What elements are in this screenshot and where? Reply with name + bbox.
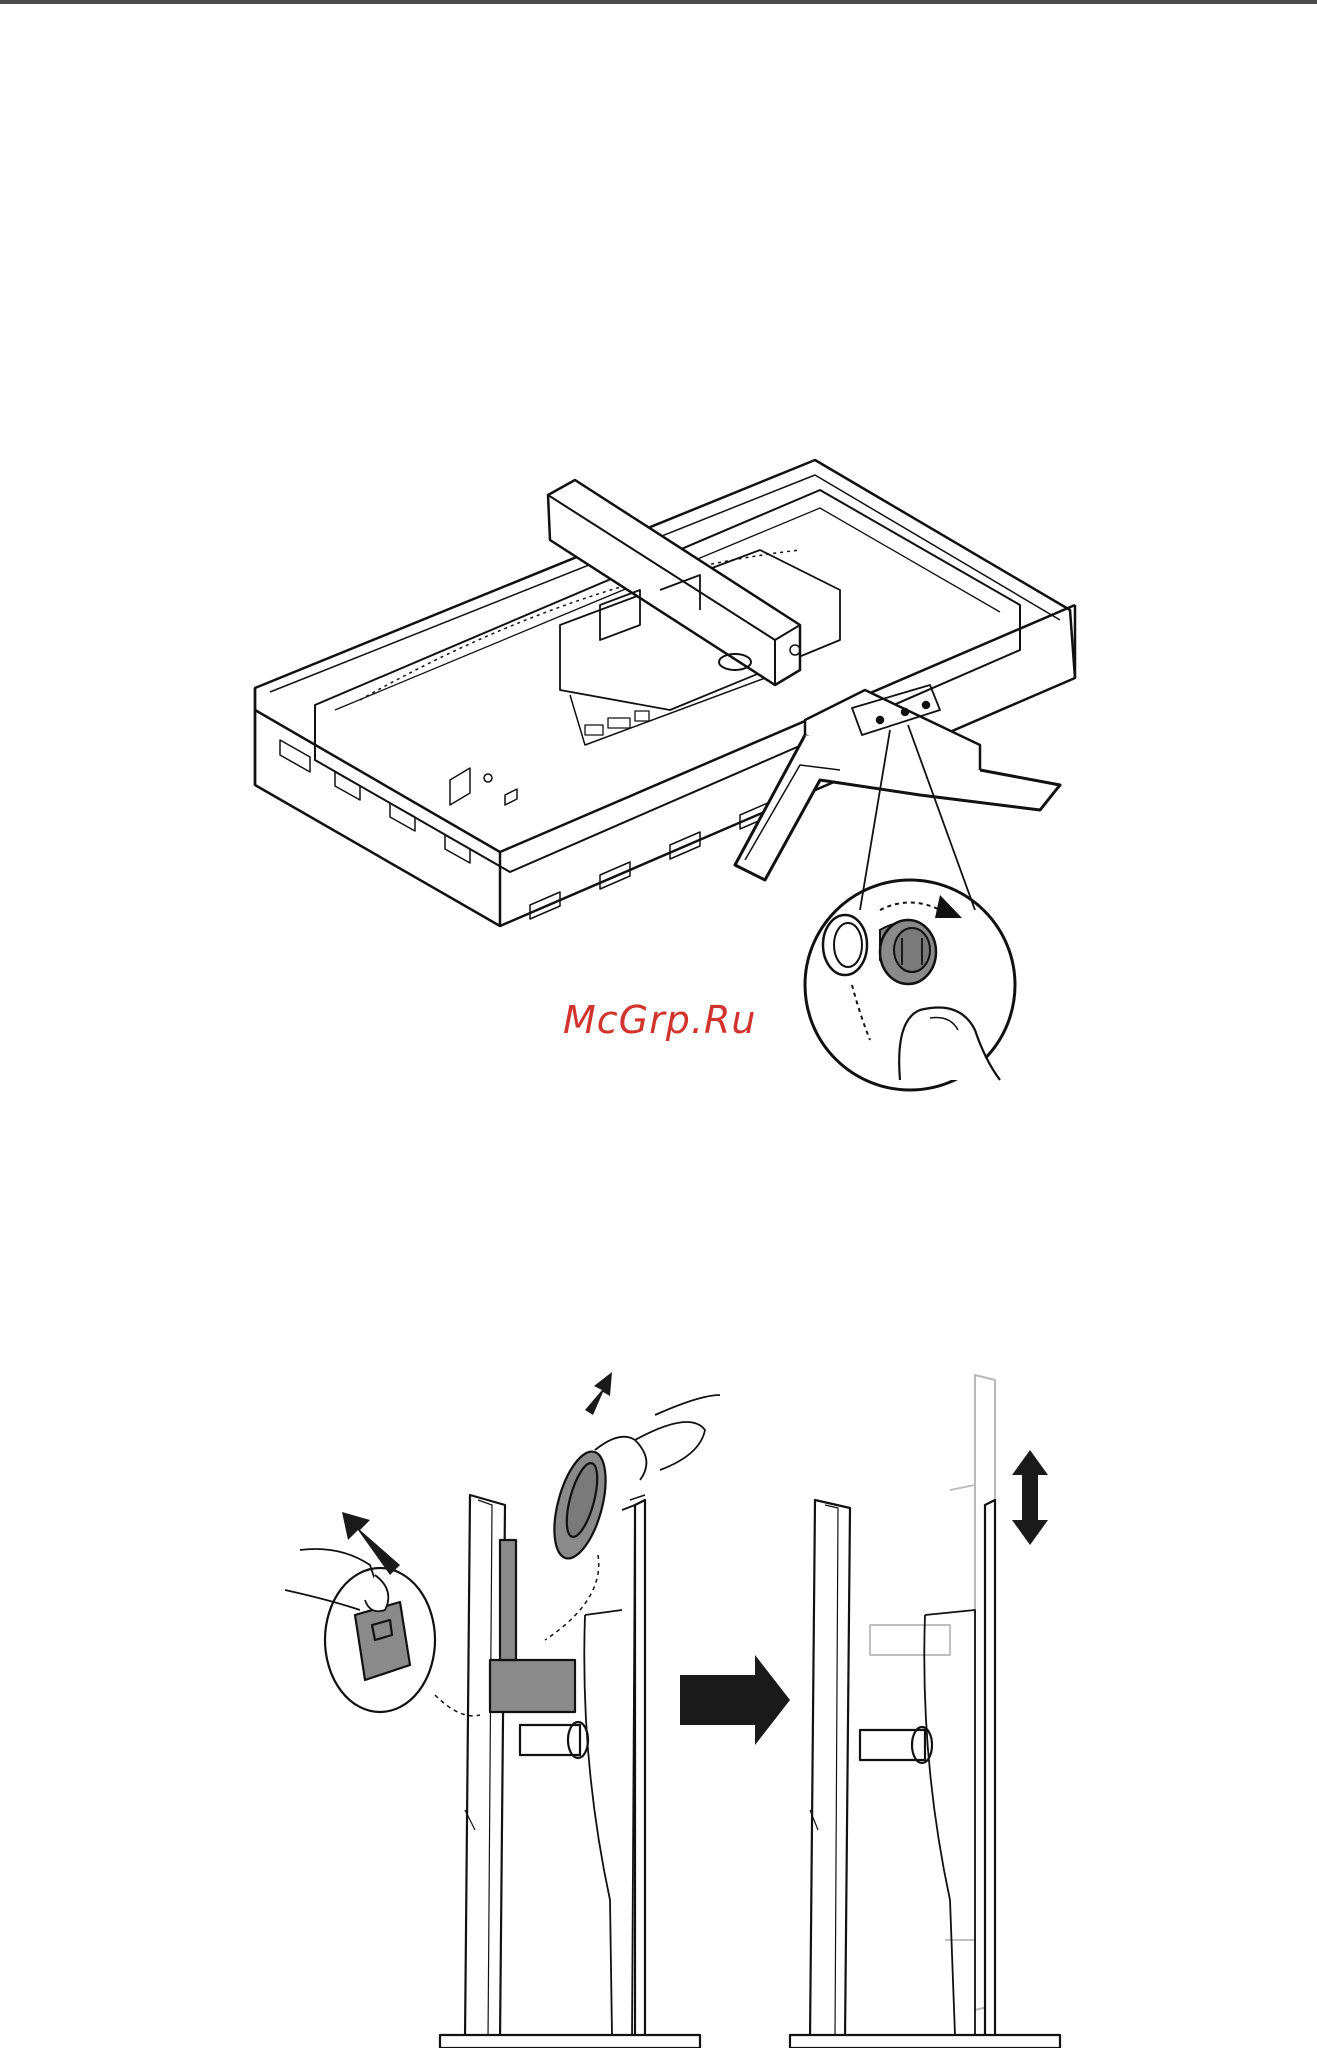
stand-arm xyxy=(548,480,800,685)
stand-foot xyxy=(735,735,1060,880)
figure-stand-attach xyxy=(240,440,1100,1170)
rotation-arrow xyxy=(935,895,962,918)
right-stand-column xyxy=(810,1500,850,2040)
finger xyxy=(899,1008,1000,1081)
next-step-arrow xyxy=(680,1655,790,1745)
clip xyxy=(355,1602,410,1680)
figure-height-adjust xyxy=(260,1340,1080,2048)
right-monitor-panel xyxy=(985,1500,995,2040)
left-stand-base xyxy=(440,2035,700,2048)
thumbscrew-detail xyxy=(823,895,1000,1080)
watermark-text: McGrp.Ru xyxy=(563,998,756,1042)
height-adjust-illustration xyxy=(260,1340,1080,2048)
left-stand-column xyxy=(635,1500,645,2040)
locking-pin xyxy=(490,1660,575,1712)
right-stand-base xyxy=(790,2035,1060,2048)
monitor-outer-frame xyxy=(255,460,1075,926)
top-rule xyxy=(0,0,1317,4)
pull-pin-arrow xyxy=(585,1372,612,1415)
stand-attach-illustration xyxy=(240,440,1100,1170)
height-adjust-arrow xyxy=(1012,1450,1048,1545)
